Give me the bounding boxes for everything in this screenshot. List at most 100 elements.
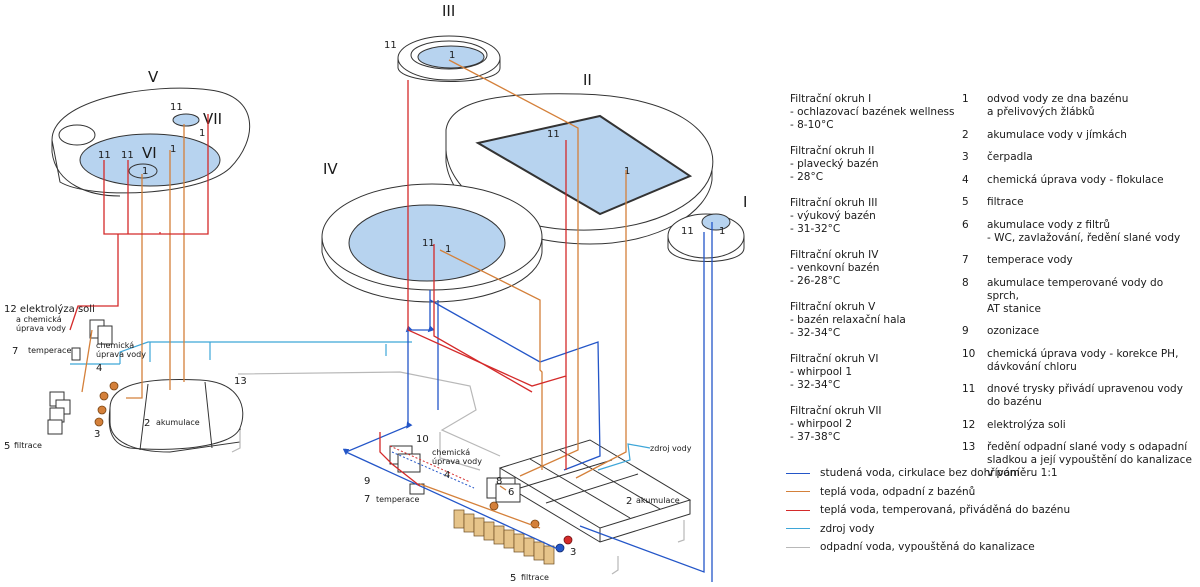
- legend-swatch: [786, 472, 810, 474]
- component-text-line: temperace vody: [987, 254, 1073, 266]
- label-12: 12 elektrolýza soli: [4, 303, 95, 315]
- component-number: 4: [962, 173, 969, 186]
- pool-label-VII: VII: [203, 110, 222, 128]
- label-chem-line2: úprava vody: [432, 457, 482, 466]
- right-plant-labels: 10 chemická úprava vody 4 9 7 temperace …: [364, 434, 692, 584]
- label-10: 10: [416, 434, 429, 445]
- pipe-legend: studená voda, cirkulace bez dohřívání tep…: [786, 464, 1196, 557]
- legend-swatch: [786, 546, 810, 548]
- legend-item: odpadní voda, vypouštěná do kanalizace: [786, 538, 1196, 557]
- component-text-line: v poměru 1:1: [987, 467, 1058, 479]
- component-item: 6 akumulace vody z filtrů- WC, zavlažován…: [962, 219, 1198, 245]
- label-8: 8: [496, 476, 502, 487]
- circuit-item: Filtrační okruh IV- venkovní bazén- 26-2…: [790, 249, 960, 288]
- component-text-line: akumulace vody z filtrů: [987, 218, 1110, 231]
- pipes-waste: [81, 59, 627, 529]
- mark-11: 11: [422, 238, 435, 249]
- label-9: 9: [364, 476, 370, 487]
- pool-label-IV: IV: [323, 160, 338, 178]
- pool-III: [397, 35, 501, 82]
- label-filtrace: filtrace: [521, 573, 549, 582]
- component-text-line: chemická úprava vody - flokulace: [987, 173, 1164, 186]
- component-text-line: do bazénu: [987, 396, 1042, 408]
- component-text-line: filtrace: [987, 196, 1024, 208]
- component-text: čerpadla: [987, 151, 1198, 164]
- label-2: 2: [144, 418, 150, 429]
- pool-V: [51, 87, 251, 197]
- component-text-line: elektrolýza soli: [987, 418, 1066, 431]
- pool-label-V: V: [148, 68, 159, 86]
- component-number: 12: [962, 418, 976, 431]
- mark-1: 1: [199, 128, 205, 139]
- circuit-detail: - 26-28°C: [790, 275, 841, 287]
- pool-II: [445, 93, 714, 245]
- label-6: 6: [508, 487, 514, 498]
- component-number: 3: [962, 151, 969, 163]
- component-text-line: chemická úprava vody - korekce PH,: [987, 347, 1179, 360]
- circuit-detail: - 31-32°C: [790, 223, 841, 235]
- pool-I: [667, 213, 745, 262]
- circuit-item: Filtrační okruh VI- whirpool 1- 32-34°C: [790, 353, 960, 392]
- component-text-line: čerpadla: [987, 151, 1033, 163]
- circuit-detail: - 28°C: [790, 171, 824, 183]
- circuit-detail: - 8-10°C: [790, 119, 834, 131]
- pool-label-VI: VI: [142, 144, 157, 162]
- label-filtrace: filtrace: [14, 441, 42, 450]
- component-text-line: a přelivových žlábků: [987, 106, 1095, 118]
- label-chem-line1: chemická: [432, 448, 470, 457]
- component-item: 7 temperace vody: [962, 254, 1198, 267]
- component-number: 10: [962, 347, 976, 360]
- circuit-title: Filtrační okruh VI: [790, 353, 879, 365]
- legend-label: teplá voda, odpadní z bazénů: [820, 485, 976, 498]
- component-text: filtrace: [987, 196, 1198, 209]
- component-item: 8 akumulace temperované vody do sprch,AT …: [962, 277, 1198, 316]
- circuit-detail: - výukový bazén: [790, 210, 876, 222]
- component-number: 1: [962, 93, 969, 105]
- circuit-detail: - plavecký bazén: [790, 158, 879, 170]
- label-2: 2: [626, 496, 632, 507]
- label-7: 7: [12, 346, 18, 357]
- component-text: temperace vody: [987, 254, 1198, 267]
- circuit-detail: - 32-34°C: [790, 379, 841, 391]
- circuit-title: Filtrační okruh V: [790, 301, 876, 313]
- circuit-detail: - bazén relaxační hala: [790, 314, 906, 326]
- circuit-title: Filtrační okruh IV: [790, 249, 879, 261]
- circuit-detail: - ochlazovací bazének wellness: [790, 106, 955, 118]
- circuit-item: Filtrační okruh II- plavecký bazén- 28°C: [790, 145, 960, 184]
- mark-11: 11: [547, 129, 560, 140]
- circuit-detail: - venkovní bazén: [790, 262, 880, 274]
- pipes-supply: [69, 80, 567, 487]
- component-text: elektrolýza soli: [987, 419, 1198, 432]
- filtration-circuits: Filtrační okruh I- ochlazovací bazének w…: [790, 93, 960, 457]
- legend-label: studená voda, cirkulace bez dohřívání: [820, 467, 1020, 480]
- component-text-line: sladkou a její vypouštění do kanalizace: [987, 454, 1192, 466]
- component-text-line: akumulace temperované vody do sprch,: [987, 276, 1164, 302]
- pool-water-diagram: V VI VII III II IV I 11 1 11 11 1 1 11 1…: [4, 2, 747, 584]
- component-text-line: AT stanice: [987, 302, 1041, 315]
- label-12-line2: a chemická: [16, 315, 62, 324]
- label-chem-line2: úprava vody: [96, 350, 146, 359]
- component-number: 8: [962, 276, 969, 289]
- component-text: akumulace vody z filtrů- WC, zavlažování…: [987, 219, 1198, 245]
- component-number: 6: [962, 218, 969, 231]
- component-text: chemická úprava vody - flokulace: [987, 174, 1198, 187]
- right-filters: [453, 509, 555, 565]
- circuit-item: Filtrační okruh V- bazén relaxační hala-…: [790, 301, 960, 340]
- component-item: 12 elektrolýza soli: [962, 419, 1198, 432]
- component-text-line: dávkování chloru: [987, 360, 1077, 373]
- mark-11: 11: [170, 102, 183, 113]
- component-number: 7: [962, 254, 969, 266]
- label-13: 13: [234, 376, 247, 387]
- mark-11: 11: [98, 150, 111, 161]
- component-number: 11: [962, 383, 976, 395]
- left-plant: [47, 319, 244, 453]
- pipes-ozonization: [389, 445, 475, 489]
